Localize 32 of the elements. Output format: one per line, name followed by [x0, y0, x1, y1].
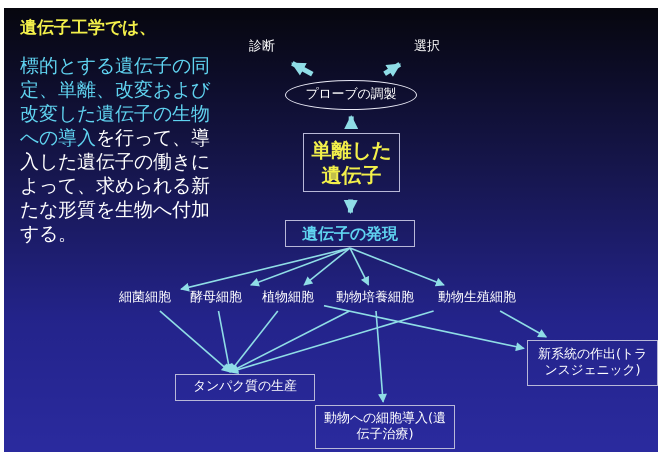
heading: 遺伝子工学では、: [20, 17, 156, 39]
cell-type-text: 動物生殖細胞: [430, 288, 524, 308]
arrow: [375, 310, 387, 403]
outcome-text: 診断: [240, 36, 284, 58]
process-ellipse: プローブの調製: [285, 80, 417, 110]
cell-type-text: 動物培養細胞: [328, 288, 422, 308]
gene-box: 単離した遺伝子: [303, 133, 400, 192]
arrow: [229, 310, 278, 373]
expression-box: 遺伝子の発現: [285, 220, 415, 247]
result-box: 動物への細胞導入(遺伝子治療): [315, 405, 455, 449]
arrow: [229, 310, 434, 374]
arrow: [291, 61, 314, 76]
arrow: [344, 115, 358, 129]
arrow: [229, 310, 350, 373]
result-box: タンパク質の生産: [175, 374, 315, 401]
cell-type-text: 酵母細胞: [183, 288, 249, 308]
arrow: [159, 310, 231, 373]
cell-type-text: 細菌細胞: [112, 288, 178, 308]
arrow: [180, 247, 350, 292]
description-text: 標的とする遺伝子の同定、単離、改変および改変した遺伝子の生物への導入を行って、導入した遺伝子の働きによって、求められる新たな形質を生物へ付加する。: [20, 54, 212, 246]
arrow: [218, 310, 233, 373]
arrow: [383, 62, 402, 77]
arrow: [303, 247, 350, 286]
arrow: [324, 304, 525, 352]
arrow: [349, 248, 370, 286]
outcome-text: 選択: [405, 36, 449, 58]
result-box: 新系統の作出(トランスジェニック): [527, 340, 658, 386]
arrow: [250, 247, 350, 286]
arrow: [500, 310, 548, 338]
arrow: [350, 247, 445, 286]
arrow: [344, 199, 358, 214]
cell-type-text: 植物細胞: [255, 288, 321, 308]
